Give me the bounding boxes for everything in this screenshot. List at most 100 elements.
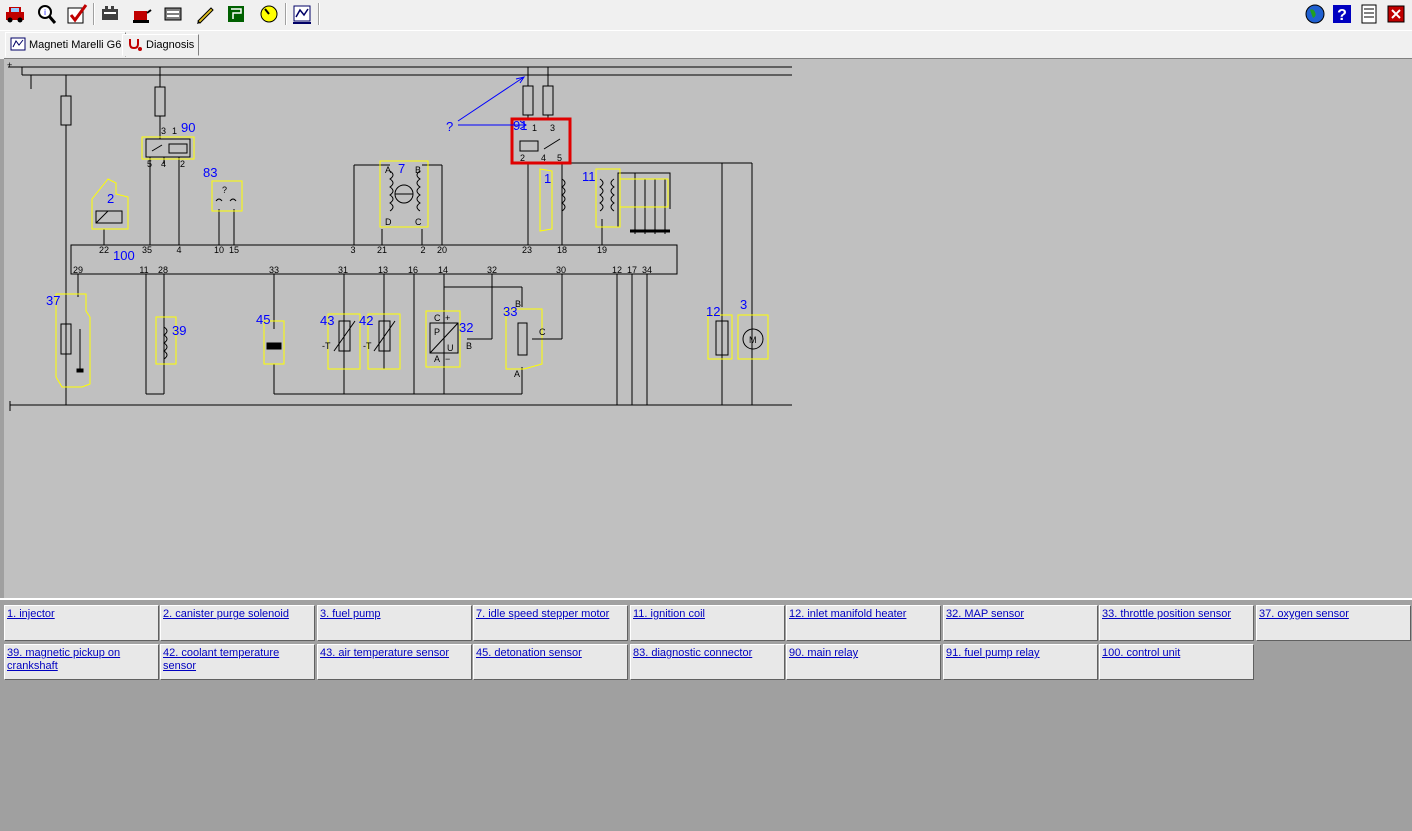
terminal-label: P (434, 327, 440, 337)
component-number[interactable]: ? (446, 119, 453, 134)
pin-label: 20 (437, 245, 447, 255)
legend-link[interactable]: 11. ignition coil (633, 608, 705, 620)
component-number[interactable]: 12 (706, 304, 720, 319)
globe-icon[interactable] (1301, 1, 1329, 27)
legend-link[interactable]: 100. control unit (1102, 647, 1181, 659)
symbol-labels: + ? A B D C 3 1 5 4 2 1 3 2 4 5 C + P U … (7, 60, 757, 379)
tab-diagnosis[interactable]: Diagnosis (122, 34, 200, 56)
oil-can-icon[interactable] (127, 1, 155, 27)
motor-symbol: M (749, 335, 757, 345)
legend-link[interactable]: 33. throttle position sensor (1102, 608, 1232, 620)
pin-label: 10 (214, 245, 224, 255)
component-number[interactable]: 91 (513, 118, 527, 133)
component-number[interactable]: 90 (181, 120, 195, 135)
component-number[interactable]: 11 (582, 169, 596, 184)
tab-label: Diagnosis (146, 39, 195, 51)
component-number[interactable]: 43 (320, 313, 334, 328)
legend-cell: 7. idle speed stepper motor (473, 605, 628, 641)
svg-text:?: ? (1337, 7, 1347, 24)
relay-pin: 2 (180, 159, 185, 169)
engine-icon[interactable] (96, 1, 124, 27)
terminal-label: A (434, 354, 440, 364)
relay-pin: 5 (557, 153, 562, 163)
legend-link[interactable]: 45. detonation sensor (476, 647, 582, 659)
legend-link[interactable]: 37. oxygen sensor (1259, 608, 1349, 620)
pin-label: 13 (378, 265, 388, 275)
sensor-mark: -T (322, 341, 331, 351)
legend-cell: 1. injector (4, 605, 159, 641)
relay-pin: 1 (532, 123, 537, 133)
pin-label: 14 (438, 265, 448, 275)
component-number[interactable]: 100 (113, 248, 135, 263)
pin-label: 30 (556, 265, 566, 275)
exit-icon[interactable] (1382, 1, 1410, 27)
legend-link[interactable]: 42. coolant temperature sensor (163, 647, 280, 672)
component-number[interactable]: 32 (459, 320, 473, 335)
legend-cell: 91. fuel pump relay (943, 644, 1098, 680)
legend-cell: 11. ignition coil (630, 605, 785, 641)
timer-gauge-icon[interactable] (255, 1, 283, 27)
schematic-icon[interactable] (288, 1, 316, 27)
pin-label: 29 (73, 265, 83, 275)
terminal-label: C (539, 327, 546, 337)
pin-label: 23 (522, 245, 532, 255)
legend-cell: 83. diagnostic connector (630, 644, 785, 680)
legend-cell: 33. throttle position sensor (1099, 605, 1254, 641)
terminal-label: A (385, 165, 391, 175)
connector-icon[interactable] (159, 1, 187, 27)
legend-link[interactable]: 91. fuel pump relay (946, 647, 1040, 659)
legend-link[interactable]: 1. injector (7, 608, 55, 620)
legend-link[interactable]: 39. magnetic pickup on crankshaft (7, 647, 121, 672)
circuit-board-icon[interactable] (222, 1, 250, 27)
component-number[interactable]: 33 (503, 304, 517, 319)
pin-label: 32 (487, 265, 497, 275)
toolbar-separator (285, 3, 287, 25)
checkmark-icon[interactable] (63, 1, 91, 27)
pin-label: 2 (420, 245, 425, 255)
legend-link[interactable]: 83. diagnostic connector (633, 647, 753, 659)
terminal-label: B (415, 165, 421, 175)
help-icon[interactable]: ? (1328, 1, 1356, 27)
tab-magneti-marelli-g6[interactable]: Magneti Marelli G6 (5, 32, 127, 57)
terminal-label: D (385, 217, 392, 227)
legend-link[interactable]: 2. canister purge solenoid (163, 608, 289, 620)
component-number[interactable]: 3 (740, 297, 747, 312)
toolbar-separator (318, 3, 320, 25)
legend-link[interactable]: 90. main relay (789, 647, 859, 659)
pin-label: 16 (408, 265, 418, 275)
pin-numbers: 22 35 4 10 15 3 21 2 20 23 18 19 29 11 2… (73, 245, 652, 275)
terminal-label: B (515, 299, 521, 309)
pin-label: 11 (139, 265, 148, 275)
legend-link[interactable]: 43. air temperature sensor (320, 647, 450, 659)
legend-cell: 43. air temperature sensor (317, 644, 472, 680)
component-number[interactable]: 1 (544, 171, 551, 186)
component-number[interactable]: 45 (256, 312, 270, 327)
legend-cell: 42. coolant temperature sensor (160, 644, 315, 680)
pin-label: 21 (377, 245, 387, 255)
pin-label: 33 (269, 265, 279, 275)
legend-link[interactable]: 12. inlet manifold heater (789, 608, 907, 620)
component-number[interactable]: 37 (46, 293, 60, 308)
relay-pin: 4 (541, 153, 546, 163)
component-legend: 1. injector 2. canister purge solenoid 3… (0, 598, 1412, 831)
legend-link[interactable]: 7. idle speed stepper motor (476, 608, 610, 620)
car-icon[interactable] (1, 1, 29, 27)
wiring-diagram[interactable]: + ? A B D C 3 1 5 4 2 1 3 2 4 5 C + P U … (4, 58, 1412, 598)
legend-cell: 45. detonation sensor (473, 644, 628, 680)
legend-link[interactable]: 3. fuel pump (320, 608, 381, 620)
legend-cell: 32. MAP sensor (943, 605, 1098, 641)
relay-pin: 2 (520, 153, 525, 163)
component-number[interactable]: 39 (172, 323, 186, 338)
supply-plus: + (7, 60, 12, 70)
magnifier-icon[interactable]: i (32, 1, 60, 27)
legend-cell: 37. oxygen sensor (1256, 605, 1411, 641)
component-number[interactable]: 7 (398, 161, 405, 176)
component-number[interactable]: 83 (203, 165, 217, 180)
pencil-icon[interactable] (191, 1, 219, 27)
component-number[interactable]: 2 (107, 191, 114, 206)
notes-icon[interactable] (1355, 1, 1383, 27)
legend-link[interactable]: 32. MAP sensor (946, 608, 1025, 620)
terminal-label: − (445, 354, 450, 364)
legend-cell: 39. magnetic pickup on crankshaft (4, 644, 159, 680)
component-number[interactable]: 42 (359, 313, 373, 328)
